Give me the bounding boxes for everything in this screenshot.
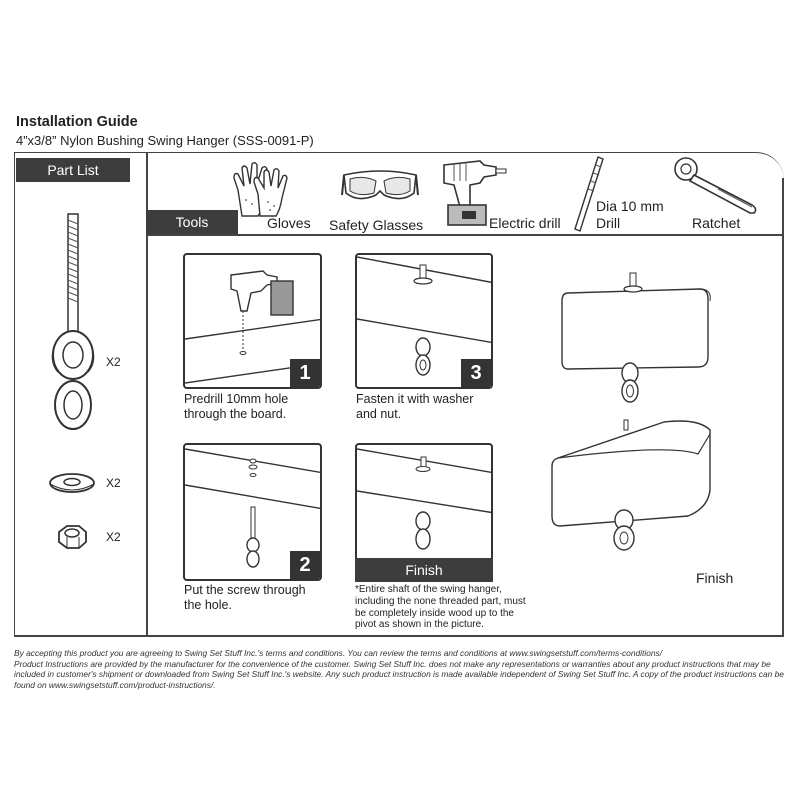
- drill-bit-label: Drill: [596, 215, 621, 231]
- washer-nut-illustration: [357, 256, 491, 376]
- washer-qty: X2: [106, 476, 121, 490]
- block-side-illustration: [551, 419, 711, 551]
- page-title: Installation Guide: [16, 114, 138, 130]
- page-subtitle: 4”x3/8” Nylon Bushing Swing Hanger (SSS-…: [16, 133, 314, 148]
- frame-bottom-edge: [14, 635, 784, 637]
- gloves-icon: [233, 162, 288, 217]
- step-1-number: 1: [290, 359, 320, 387]
- eye-bolt-qty: X2: [106, 355, 121, 369]
- finish-tab: Finish: [355, 558, 493, 582]
- disclaimer: By accepting this product you are agreei…: [14, 648, 789, 690]
- disclaimer-line-2: Product Instructions are provided by the…: [14, 658, 784, 690]
- electric-drill-icon: [443, 160, 507, 226]
- washer-icon: [49, 473, 95, 493]
- finish-label: Finish: [696, 570, 734, 586]
- screw-insert-illustration: [185, 448, 320, 568]
- finish-note: *Entire shaft of the swing hanger, inclu…: [355, 584, 526, 631]
- step-2-panel: 2: [183, 443, 322, 581]
- drill-bit-label-size: Dia 10 mm: [596, 198, 664, 214]
- guide-frame: [14, 152, 784, 636]
- safety-glasses-icon: [341, 170, 419, 200]
- step-2-number: 2: [290, 551, 320, 579]
- safety-glasses-label: Safety Glasses: [329, 217, 424, 233]
- block-top-illustration: [561, 272, 711, 403]
- step-1-caption-line1: Predrill 10mm hole: [184, 392, 289, 406]
- frame-right-edge: [782, 178, 784, 636]
- step-3-caption-line1: Fasten it with washer: [356, 392, 474, 406]
- board-drilling-illustration: [185, 270, 320, 384]
- tools-divider: [147, 234, 783, 236]
- drill-bit-icon: [574, 156, 604, 232]
- gloves-label: Gloves: [267, 215, 311, 231]
- finished-hanger-illustration: [357, 448, 491, 550]
- step-2-caption-line1: Put the screw through: [184, 583, 306, 597]
- part-list-tab: Part List: [16, 158, 130, 182]
- step-3-panel: 3: [355, 253, 493, 389]
- step-2-caption-line2: the hole.: [184, 598, 232, 612]
- electric-drill-label: Electric drill: [489, 215, 561, 231]
- disclaimer-line-1: By accepting this product you are agreei…: [14, 648, 663, 658]
- part-list-divider: [146, 152, 148, 636]
- step-3-caption-line2: and nut.: [356, 407, 402, 421]
- eye-bolt-icon: [51, 213, 95, 430]
- step-1-caption-line2: through the board.: [184, 407, 287, 421]
- tools-tab: Tools: [146, 210, 238, 234]
- ratchet-label: Ratchet: [692, 215, 741, 231]
- nut-icon: [58, 525, 87, 549]
- ratchet-icon: [674, 157, 757, 214]
- step-3-number: 3: [461, 359, 491, 387]
- step-1-panel: 1: [183, 253, 322, 389]
- nut-qty: X2: [106, 530, 121, 544]
